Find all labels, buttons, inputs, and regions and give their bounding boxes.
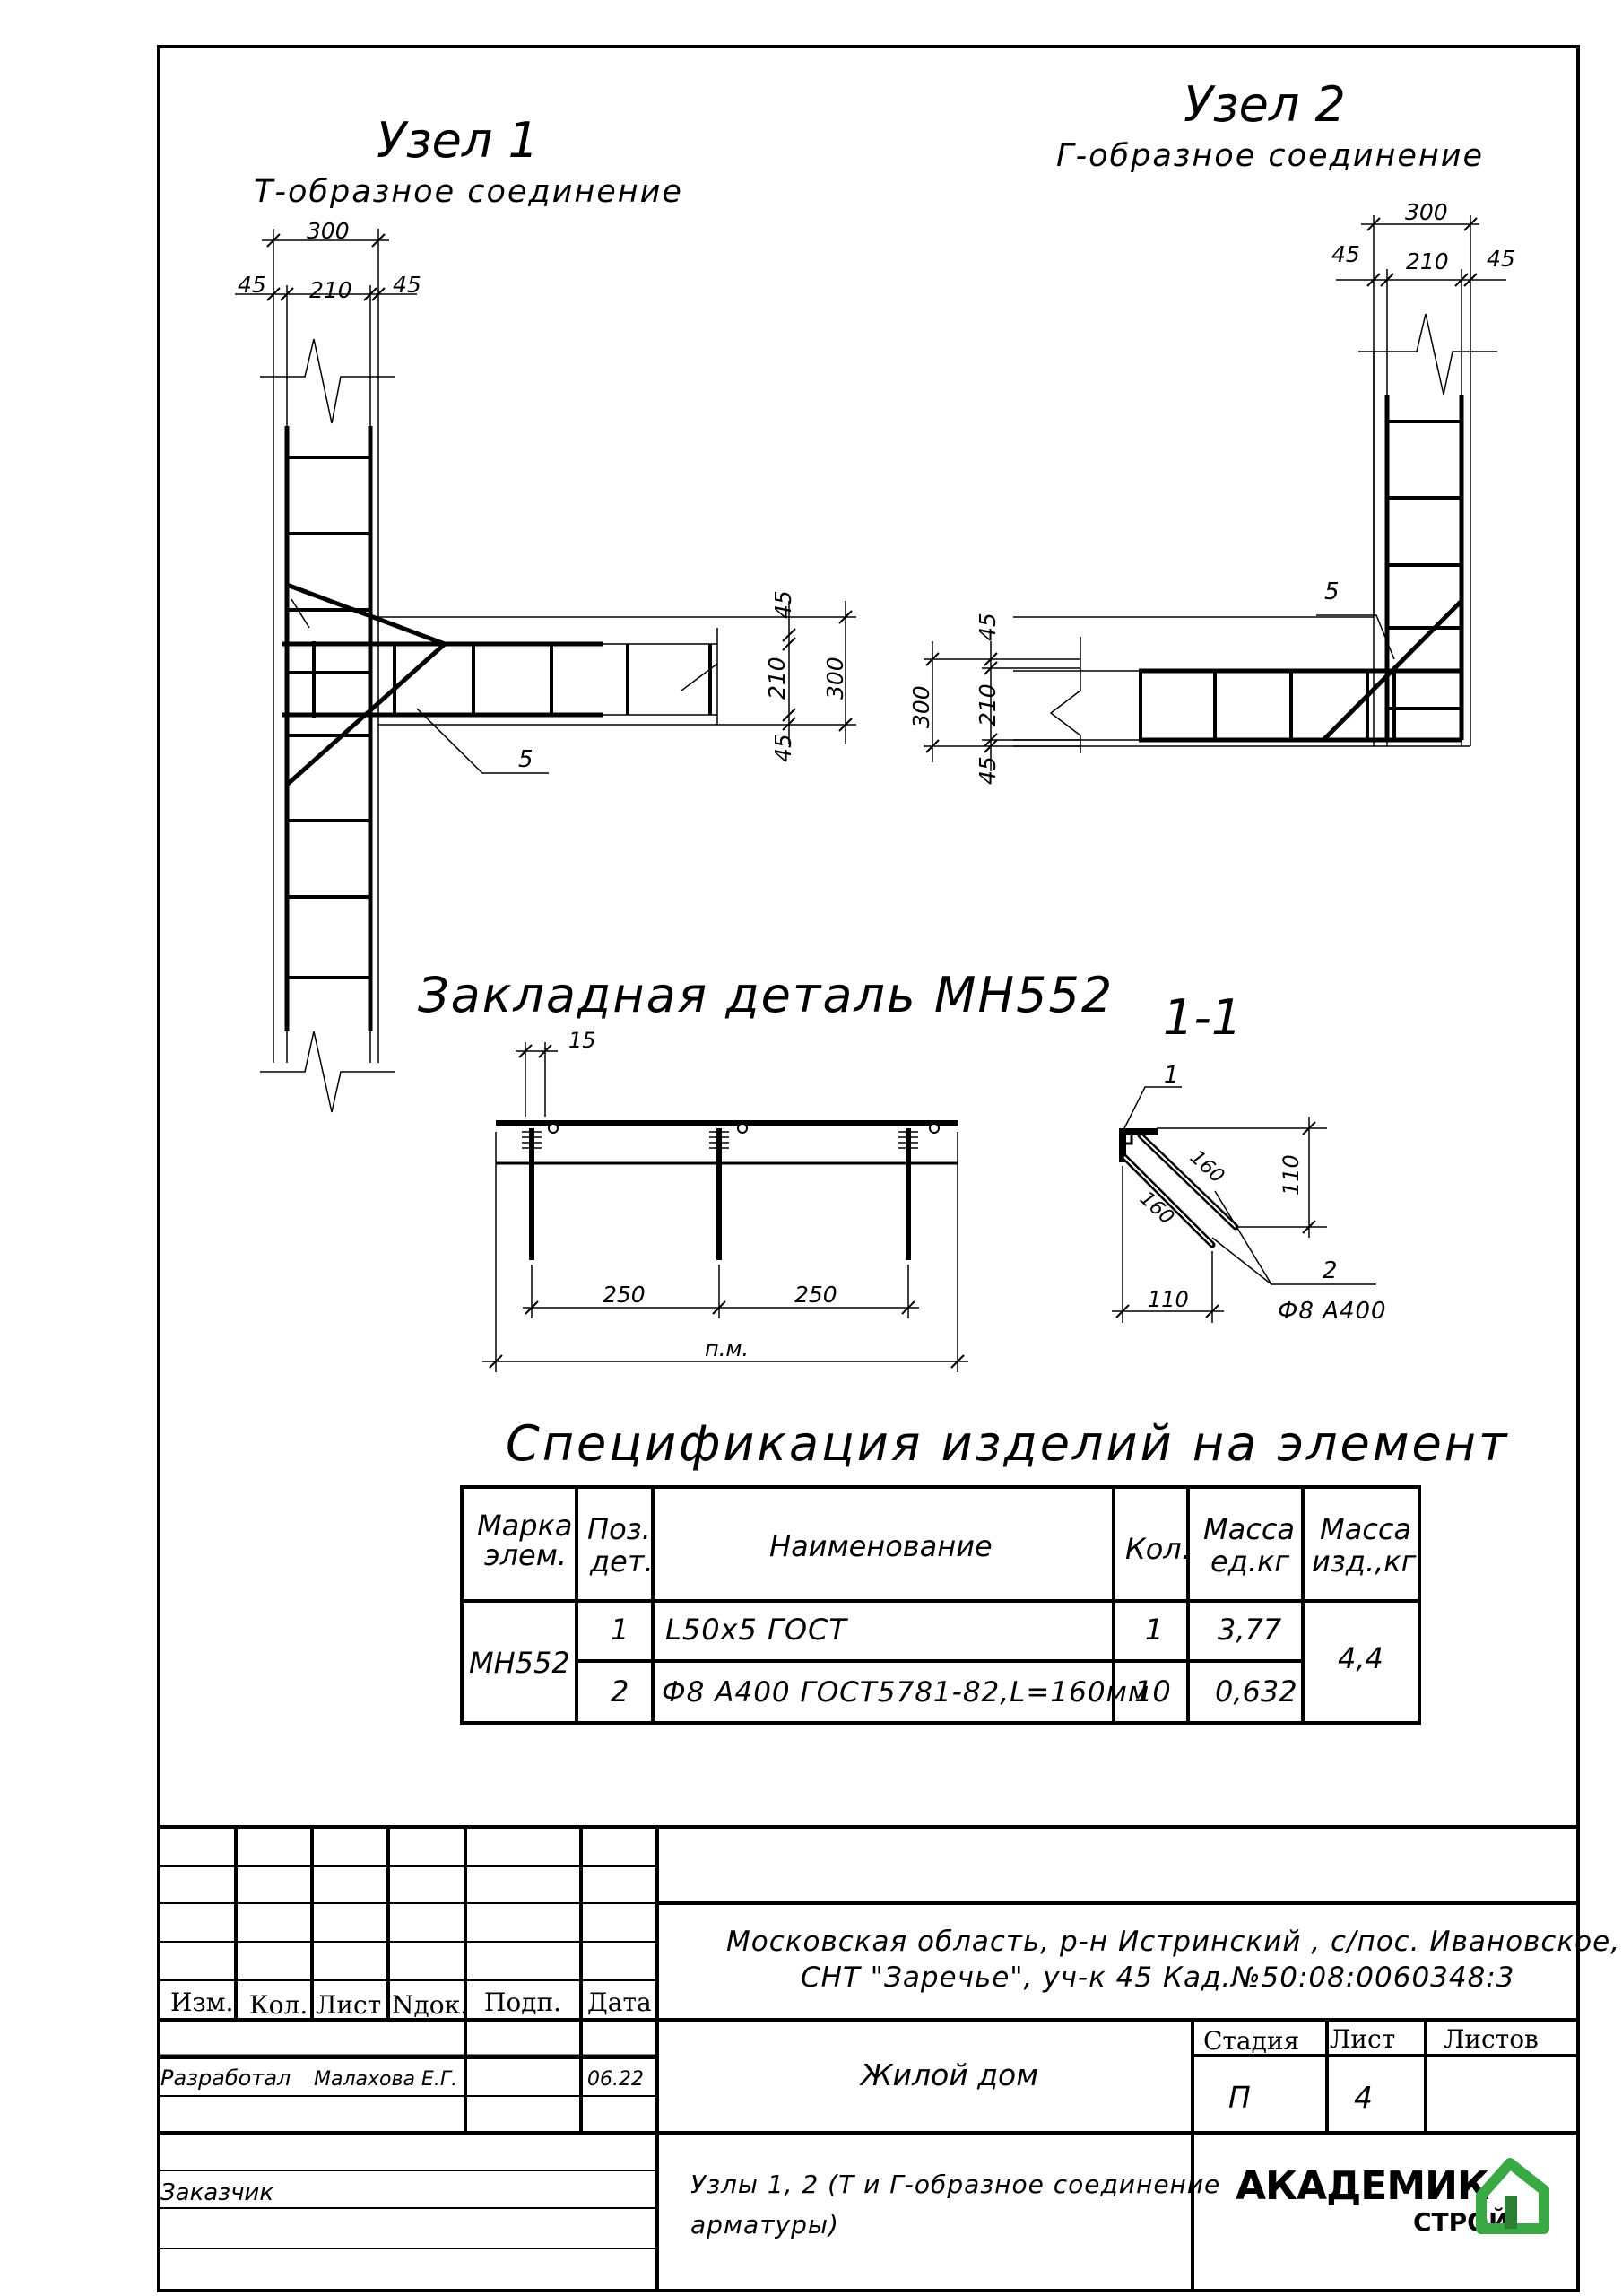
title-block: Изм. Кол. Лист Nдок. Подп. Дата Московск… <box>159 1825 1620 2291</box>
section-rod-spec: Ф8 А400 <box>1278 1298 1387 1325</box>
spec-row-2-qty: 10 <box>1134 1674 1171 1709</box>
tb-sheet-label: Лист <box>1330 2024 1395 2054</box>
spec-item-mass: 4,4 <box>1338 1641 1383 1675</box>
tb-sheet-title-line2: арматуры) <box>690 2210 839 2239</box>
node1-dim-cover-left: 45 <box>238 272 266 298</box>
spec-row-2-unit-mass: 0,632 <box>1215 1674 1297 1709</box>
tb-sheets-label: Листов <box>1444 2024 1539 2054</box>
section-rod-size-2: 160 <box>1135 1187 1178 1230</box>
spec-header-unit-mass-1: Масса <box>1203 1512 1295 1546</box>
tb-sheet-title-line1: Узлы 1, 2 (Т и Г-образное соединение <box>690 2170 1220 2199</box>
spec-header-mark-1: Марка <box>477 1509 572 1543</box>
spec-row-2-pos: 2 <box>611 1674 629 1709</box>
node2-dim-total: 300 <box>1405 199 1448 225</box>
node1-dim-total: 300 <box>307 218 350 244</box>
spec-title: Спецификация изделий на элемент <box>506 1415 1509 1472</box>
tb-col-ndoc: Nдок. <box>392 1990 468 2020</box>
node2-subtitle: Г-образное соединение <box>1056 138 1484 174</box>
node2-ldim-cover-bottom: 45 <box>975 756 1001 785</box>
tb-col-podp: Подп. <box>484 1987 561 2017</box>
tb-stage-value: П <box>1228 2080 1251 2115</box>
node2-dim-cover-right: 45 <box>1487 246 1515 272</box>
node1-title: Узел 1 <box>377 112 539 169</box>
spec-row-1-qty: 1 <box>1145 1613 1163 1647</box>
tb-address-line1: Московская область, р-н Истринский , с/п… <box>726 1926 1620 1958</box>
house-icon <box>1476 2158 1549 2234</box>
tb-address-line2: СНТ "Заречье", уч-к 45 Кад.№50:08:006034… <box>801 1961 1515 1994</box>
spec-header-mark-2: элем. <box>484 1538 567 1572</box>
company-logo: АКАДЕМИК СТРОЙ <box>1236 2158 1549 2237</box>
spec-header-item-mass-2: изд.,кг <box>1312 1544 1417 1578</box>
spec-header-pos-1: Поз. <box>587 1512 651 1546</box>
section-pos-angle: 1 <box>1164 1062 1179 1089</box>
embed-dim-length: п.м. <box>705 1336 749 1361</box>
section-drawing: 1-1 160 160 1 110 <box>1112 989 1387 1325</box>
tb-developer-role: Разработал <box>160 2066 291 2091</box>
embed-title: Закладная деталь МН552 <box>418 967 1114 1023</box>
node2-ldim-cover-top: 45 <box>975 613 1001 641</box>
section-dim-height: 110 <box>1279 1154 1304 1196</box>
tb-sheet-value: 4 <box>1354 2080 1373 2115</box>
tb-col-list: Лист <box>316 1990 381 2020</box>
section-dim-width: 110 <box>1148 1287 1189 1312</box>
node1-drawing: Узел 1 Т-образное соединение 300 45 210 … <box>235 112 856 1113</box>
tb-customer-role: Заказчик <box>160 2179 273 2206</box>
tb-developer-name: Малахова Е.Г. <box>314 2068 457 2091</box>
embed-dim-span-1: 250 <box>603 1282 646 1308</box>
node1-rdim-total: 300 <box>822 657 848 700</box>
spec-header-pos-2: дет. <box>589 1544 654 1578</box>
node2-dim-cover-left: 45 <box>1331 241 1360 267</box>
tb-col-izm: Изм. <box>170 1987 233 2017</box>
embed-dim-span-2: 250 <box>794 1282 837 1308</box>
node2-leader-5: 5 <box>1324 578 1340 605</box>
sheet-frame <box>157 45 1580 2292</box>
spec-mark: МН552 <box>469 1646 570 1680</box>
node2-drawing: Узел 2 Г-образное соединение 300 45 210 … <box>908 76 1515 785</box>
tb-stage-label: Стадия <box>1203 2026 1299 2056</box>
spec-header-qty: Кол. <box>1125 1532 1191 1566</box>
node2-dim-core: 210 <box>1406 248 1449 274</box>
spec-row-2-name: Ф8 А400 ГОСТ5781-82,L=160мм <box>662 1676 1149 1709</box>
node2-title: Узел 2 <box>1184 76 1346 133</box>
spec-row-1-name: L50x5 ГОСТ <box>665 1613 848 1647</box>
tb-object-name: Жилой дом <box>859 2057 1038 2092</box>
spec-table: Спецификация изделий на элемент Марка эл… <box>460 1415 1509 1725</box>
logo-text-main: АКАДЕМИК <box>1236 2163 1489 2209</box>
tb-developer-date: 06.22 <box>587 2068 644 2091</box>
node1-leader-5: 5 <box>518 746 533 773</box>
tb-col-kol: Кол. <box>249 1990 308 2020</box>
spec-row-1-unit-mass: 3,77 <box>1218 1613 1282 1647</box>
node1-dim-cover-right: 45 <box>393 272 421 298</box>
section-pos-rod: 2 <box>1323 1257 1338 1284</box>
spec-header-unit-mass-2: ед.кг <box>1210 1544 1289 1578</box>
node1-rdim-cover-top: 45 <box>770 590 796 619</box>
node1-rdim-cover-bottom: 45 <box>770 734 796 762</box>
node1-subtitle: Т-образное соединение <box>254 174 683 210</box>
node2-ldim-total: 300 <box>908 685 934 728</box>
node1-dim-core: 210 <box>309 277 352 303</box>
spec-header-item-mass-1: Масса <box>1320 1512 1411 1546</box>
section-title: 1-1 <box>1163 989 1242 1046</box>
embed-drawing: Закладная деталь МН552 15 <box>418 967 1114 1372</box>
spec-header-name: Наименование <box>769 1529 993 1563</box>
node2-ldim-core: 210 <box>975 683 1001 726</box>
embed-dim-edge: 15 <box>568 1028 596 1053</box>
tb-col-date: Дата <box>587 1987 652 2017</box>
node1-rdim-core: 210 <box>764 657 790 700</box>
spec-row-1-pos: 1 <box>611 1613 629 1647</box>
